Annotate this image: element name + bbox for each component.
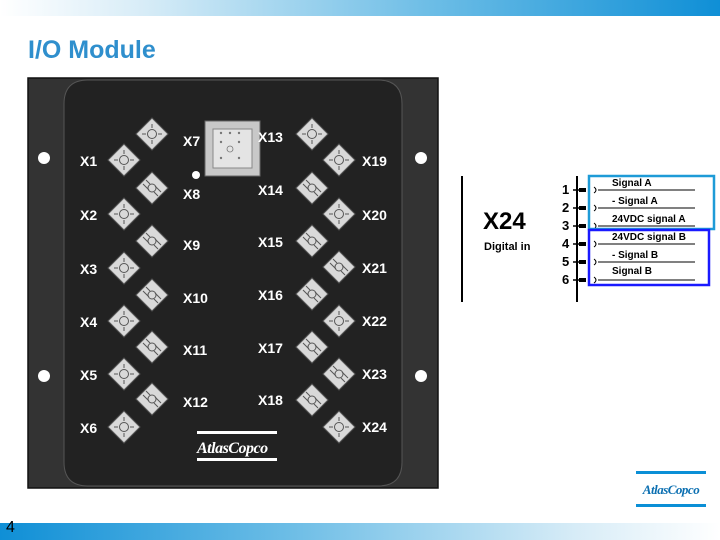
- center-socket-face: [212, 128, 253, 169]
- connector-x7: [135, 117, 169, 151]
- port-label-x15: X15: [258, 234, 283, 250]
- mounting-hole-icon: [38, 152, 50, 164]
- signal-label-1: Signal A: [612, 178, 652, 189]
- signal-label-5: - Signal B: [612, 250, 659, 261]
- connector-x9: [135, 224, 169, 258]
- connector-x1: [107, 143, 141, 177]
- pin-number-2: 2: [562, 200, 570, 215]
- signal-b-group-box: [587, 228, 711, 287]
- pin-number-5: 5: [562, 254, 570, 269]
- connector-x12: [135, 382, 169, 416]
- port-label-x16: X16: [258, 287, 283, 303]
- port-label-x12: X12: [183, 394, 208, 410]
- signal-label-4: 24VDC signal B: [612, 232, 686, 243]
- port-label-x14: X14: [258, 182, 283, 198]
- connector-x19: [322, 143, 356, 177]
- port-label-x11: X11: [183, 342, 208, 358]
- slide-title: I/O Module: [28, 36, 156, 64]
- port-label-x5: X5: [80, 367, 98, 383]
- pin-row-3: [573, 222, 695, 230]
- connector-x8: [135, 171, 169, 205]
- signal-label-3: 24VDC signal A: [612, 214, 686, 225]
- x24-subtitle: Digital in: [484, 241, 531, 253]
- atlas-copco-logo: AtlasCopco: [636, 471, 706, 507]
- bottom-gradient-bar: [0, 523, 720, 540]
- signal-label-6: Signal B: [612, 266, 653, 277]
- mounting-hole-icon: [415, 370, 427, 382]
- connector-x11: [135, 330, 169, 364]
- status-led-icon: [192, 171, 200, 179]
- connector-x5: [107, 357, 141, 391]
- top-gradient-bar: [0, 0, 720, 16]
- connector-x6: [107, 410, 141, 444]
- port-label-x23: X23: [362, 366, 387, 382]
- port-label-x24: X24: [362, 419, 387, 435]
- x24-title: X24: [483, 208, 526, 235]
- connector-x20: [322, 197, 356, 231]
- port-label-x18: X18: [258, 392, 283, 408]
- pin-row-6: [573, 276, 695, 284]
- port-label-x10: X10: [183, 290, 208, 306]
- connector-x17: [295, 330, 329, 364]
- connector-x13: [295, 117, 329, 151]
- logo-line-top: [636, 471, 706, 474]
- port-label-x19: X19: [362, 153, 387, 169]
- pin-number-6: 6: [562, 272, 570, 287]
- port-label-x22: X22: [362, 313, 387, 329]
- pin-number-4: 4: [562, 236, 570, 251]
- connector-x10: [135, 278, 169, 312]
- connector-x4: [107, 304, 141, 338]
- port-label-x4: X4: [80, 314, 98, 330]
- port-label-x17: X17: [258, 340, 283, 356]
- port-label-x2: X2: [80, 207, 98, 223]
- pin-number-3: 3: [562, 218, 570, 233]
- port-label-x8: X8: [183, 186, 201, 202]
- connector-x24: [322, 410, 356, 444]
- logo-line-bottom: [636, 504, 706, 507]
- module-brand-text: AtlasCopco: [197, 440, 268, 457]
- logo-text: AtlasCopco: [642, 482, 700, 497]
- connector-x15: [295, 224, 329, 258]
- port-label-x3: X3: [80, 261, 98, 277]
- connector-x23: [322, 357, 356, 391]
- connector-x2: [107, 197, 141, 231]
- brand-line-bottom: [197, 458, 277, 461]
- connector-x16: [295, 277, 329, 311]
- mounting-hole-icon: [38, 370, 50, 382]
- port-label-x20: X20: [362, 207, 387, 223]
- port-label-x1: X1: [80, 153, 98, 169]
- signal-label-2: - Signal A: [612, 196, 658, 207]
- port-label-x7: X7: [183, 133, 201, 149]
- connector-x14: [295, 171, 329, 205]
- connector-x18: [295, 383, 329, 417]
- mounting-hole-icon: [415, 152, 427, 164]
- pin-row-4: [573, 240, 695, 248]
- page-number: 4: [6, 519, 15, 536]
- connector-x3: [107, 251, 141, 285]
- port-label-x6: X6: [80, 420, 98, 436]
- port-label-x21: X21: [362, 260, 387, 276]
- brand-line-top: [197, 431, 277, 434]
- pin-row-1: [573, 186, 695, 194]
- connector-x22: [322, 304, 356, 338]
- connector-x21: [322, 250, 356, 284]
- port-label-x13: X13: [258, 129, 283, 145]
- pin-number-1: 1: [562, 182, 570, 197]
- port-label-x9: X9: [183, 237, 201, 253]
- pin-row-2: [573, 204, 695, 212]
- pin-row-5: [573, 258, 695, 266]
